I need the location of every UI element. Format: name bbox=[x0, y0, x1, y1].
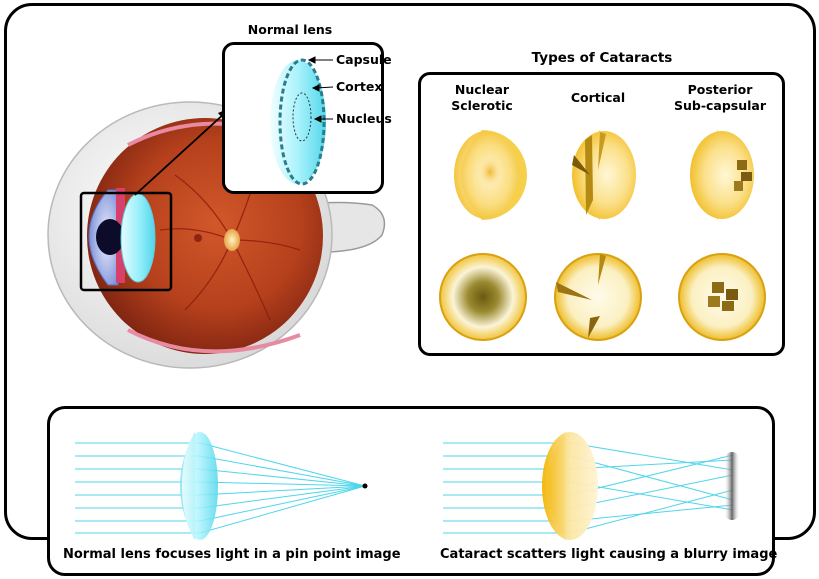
cataract-caption: Cataract scatters light causing a blurry… bbox=[440, 547, 778, 562]
macula bbox=[194, 234, 202, 242]
nuclear-front-lens bbox=[439, 253, 527, 341]
lens-nucleus bbox=[292, 92, 312, 142]
zoom-box bbox=[79, 191, 173, 292]
zoom-pointer bbox=[134, 111, 227, 196]
cortical-front-lens bbox=[554, 253, 642, 341]
nuclear-half-lens bbox=[454, 130, 527, 220]
focal-point bbox=[362, 483, 368, 489]
posterior-half-lens bbox=[690, 130, 754, 220]
blurry-image bbox=[724, 452, 740, 520]
posterior-front-lens bbox=[678, 253, 766, 341]
normal-focusing-lens bbox=[180, 432, 218, 540]
capsule-label: Capsule bbox=[336, 52, 392, 67]
normal-light-rays bbox=[75, 442, 366, 534]
cataract-scattering-lens bbox=[542, 432, 598, 540]
normal-lens-title: Normal lens bbox=[247, 22, 333, 37]
cortex-label: Cortex bbox=[336, 79, 383, 94]
pupil bbox=[96, 219, 124, 255]
nuclear-label-line1: Nuclear bbox=[454, 82, 510, 97]
posterior-label-line1: Posterior bbox=[687, 82, 753, 97]
posterior-label-line2: Sub-capsular bbox=[673, 98, 767, 113]
optic-disc bbox=[224, 229, 240, 251]
nuclear-label-line2: Sclerotic bbox=[451, 98, 513, 113]
cataract-types-title: Types of Cataracts bbox=[531, 50, 673, 66]
normal-lens-detail bbox=[270, 56, 334, 186]
nucleus-label: Nucleus bbox=[336, 111, 392, 126]
cortical-half-lens bbox=[572, 130, 636, 220]
lens-capsule bbox=[278, 58, 326, 186]
normal-lens-caption: Normal lens focuses light in a pin point… bbox=[63, 547, 401, 562]
cortical-label: Cortical bbox=[570, 90, 626, 105]
